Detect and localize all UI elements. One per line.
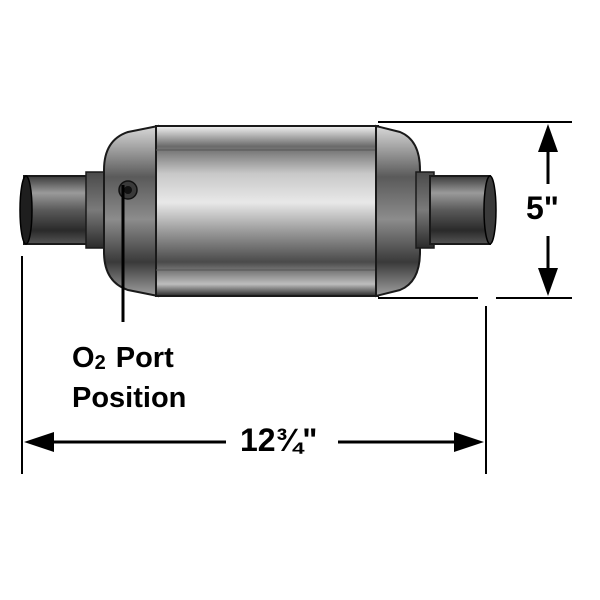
left-pipe: [19, 175, 95, 245]
converter-body: [155, 125, 379, 297]
right-cone: [375, 124, 421, 298]
height-dimension-label: 5": [526, 190, 559, 226]
height-arrow-up: [538, 124, 558, 152]
height-dimension: [378, 121, 572, 299]
o2-port-label-line2: Position: [72, 382, 187, 414]
height-arrow-down: [538, 268, 558, 296]
o2-port-position-label: O2 Port Position: [72, 338, 186, 418]
converter-illustration: [19, 124, 497, 298]
o2-port-label-port: Port: [107, 342, 174, 374]
o2-port-label-o: O: [72, 342, 95, 374]
left-cone: [103, 124, 159, 298]
length-arrow-left: [24, 432, 54, 452]
o2-port-label-line1: O2 Port: [72, 338, 186, 378]
o2-port-label-subscript: 2: [94, 352, 106, 374]
length-dimension-label: 12¾": [234, 424, 324, 456]
length-dimension: [21, 256, 487, 474]
right-pipe: [429, 175, 497, 245]
length-arrow-right: [454, 432, 484, 452]
